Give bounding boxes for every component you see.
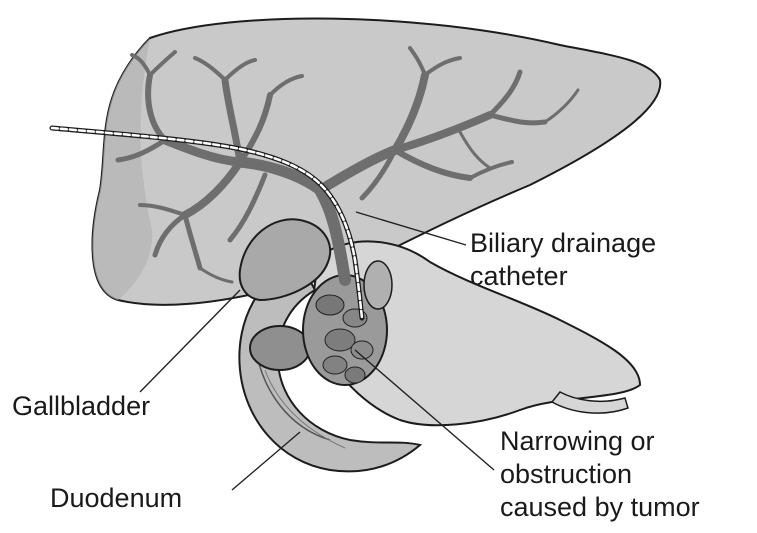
duodenum-opening — [250, 326, 310, 370]
label-narrowing-line2: obstruction — [500, 458, 700, 491]
label-biliary-drainage-catheter: Biliary drainage catheter — [470, 227, 656, 293]
label-narrowing-line1: Narrowing or — [500, 425, 700, 458]
label-narrowing-obstruction: Narrowing or obstruction caused by tumor — [500, 425, 700, 524]
label-duodenum: Duodenum — [50, 482, 182, 515]
label-catheter-line1: Biliary drainage — [470, 227, 656, 260]
leader-line-duodenum — [232, 432, 300, 490]
label-catheter-line2: catheter — [470, 260, 656, 293]
label-gallbladder: Gallbladder — [12, 390, 150, 423]
label-narrowing-line3: caused by tumor — [500, 491, 700, 524]
